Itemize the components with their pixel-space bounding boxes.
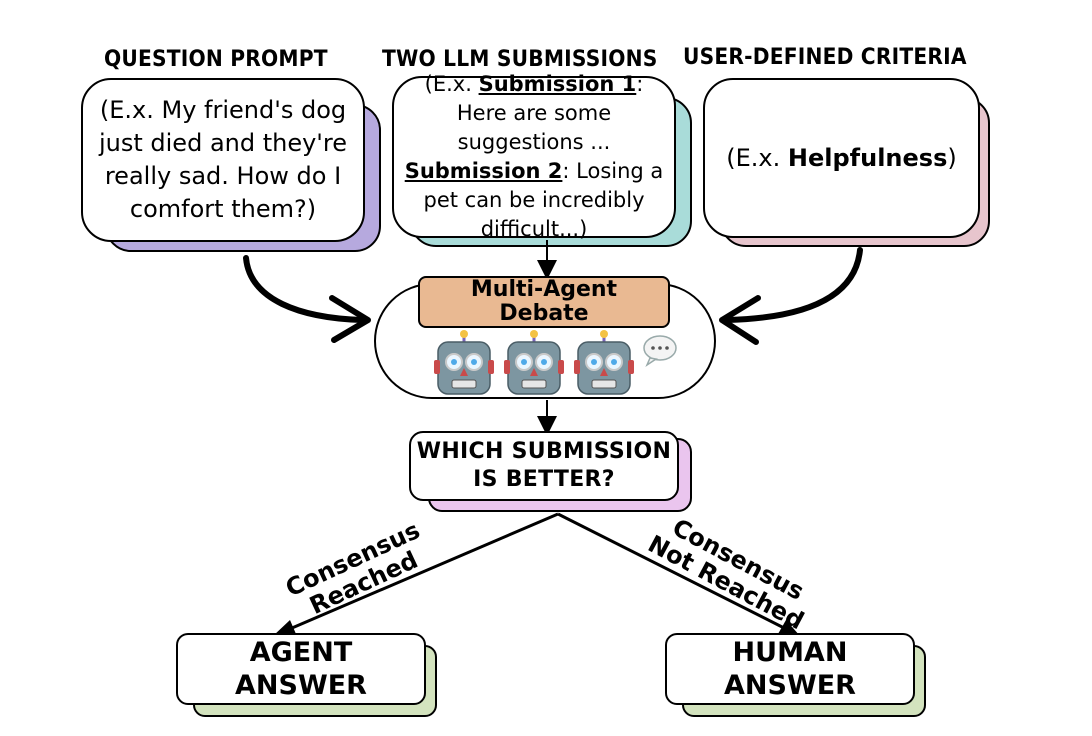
branch-right-line: [557, 512, 797, 636]
submission-2-label: Submission 2: [404, 159, 563, 183]
question-to-debate-arrow: [243, 255, 365, 323]
robot-agents: [434, 330, 677, 395]
criteria-text: (E.x. Helpfulness): [726, 144, 957, 172]
branch-right-arrowhead: [778, 620, 800, 636]
question-box: (E.x. My friend's dog just died and they…: [81, 78, 365, 242]
robot-icon: [574, 330, 634, 395]
debate-title: Multi-Agent Debate: [418, 276, 670, 328]
criteria-to-debate-arrow: [725, 247, 863, 323]
branch-left-line: [277, 512, 559, 636]
llm-submissions-heading: TWO LLM SUBMISSIONS: [382, 47, 658, 72]
criteria-box: (E.x. Helpfulness): [703, 78, 980, 238]
decision-box: WHICH SUBMISSION IS BETTER?: [409, 431, 679, 501]
decision-text: WHICH SUBMISSION IS BETTER?: [416, 439, 672, 492]
criterion-value: Helpfulness: [787, 144, 948, 172]
submission-1-label: Submission 1: [478, 72, 637, 96]
branch-left-arrowhead: [273, 620, 296, 636]
robot-icon: [504, 330, 564, 395]
submissions-text: (E.x. Submission 1: Here are some sugges…: [404, 72, 664, 241]
robot-icon: [434, 330, 494, 395]
speech-bubble-icon: [643, 335, 677, 368]
submissions-box: (E.x. Submission 1: Here are some sugges…: [392, 72, 676, 241]
question-prompt-heading: QUESTION PROMPT: [104, 47, 328, 72]
question-arrowhead: [329, 295, 371, 343]
question-text: (E.x. My friend's dog just died and they…: [98, 96, 348, 223]
criteria-heading: USER-DEFINED CRITERIA: [683, 45, 967, 70]
criteria-arrowhead: [719, 295, 761, 345]
